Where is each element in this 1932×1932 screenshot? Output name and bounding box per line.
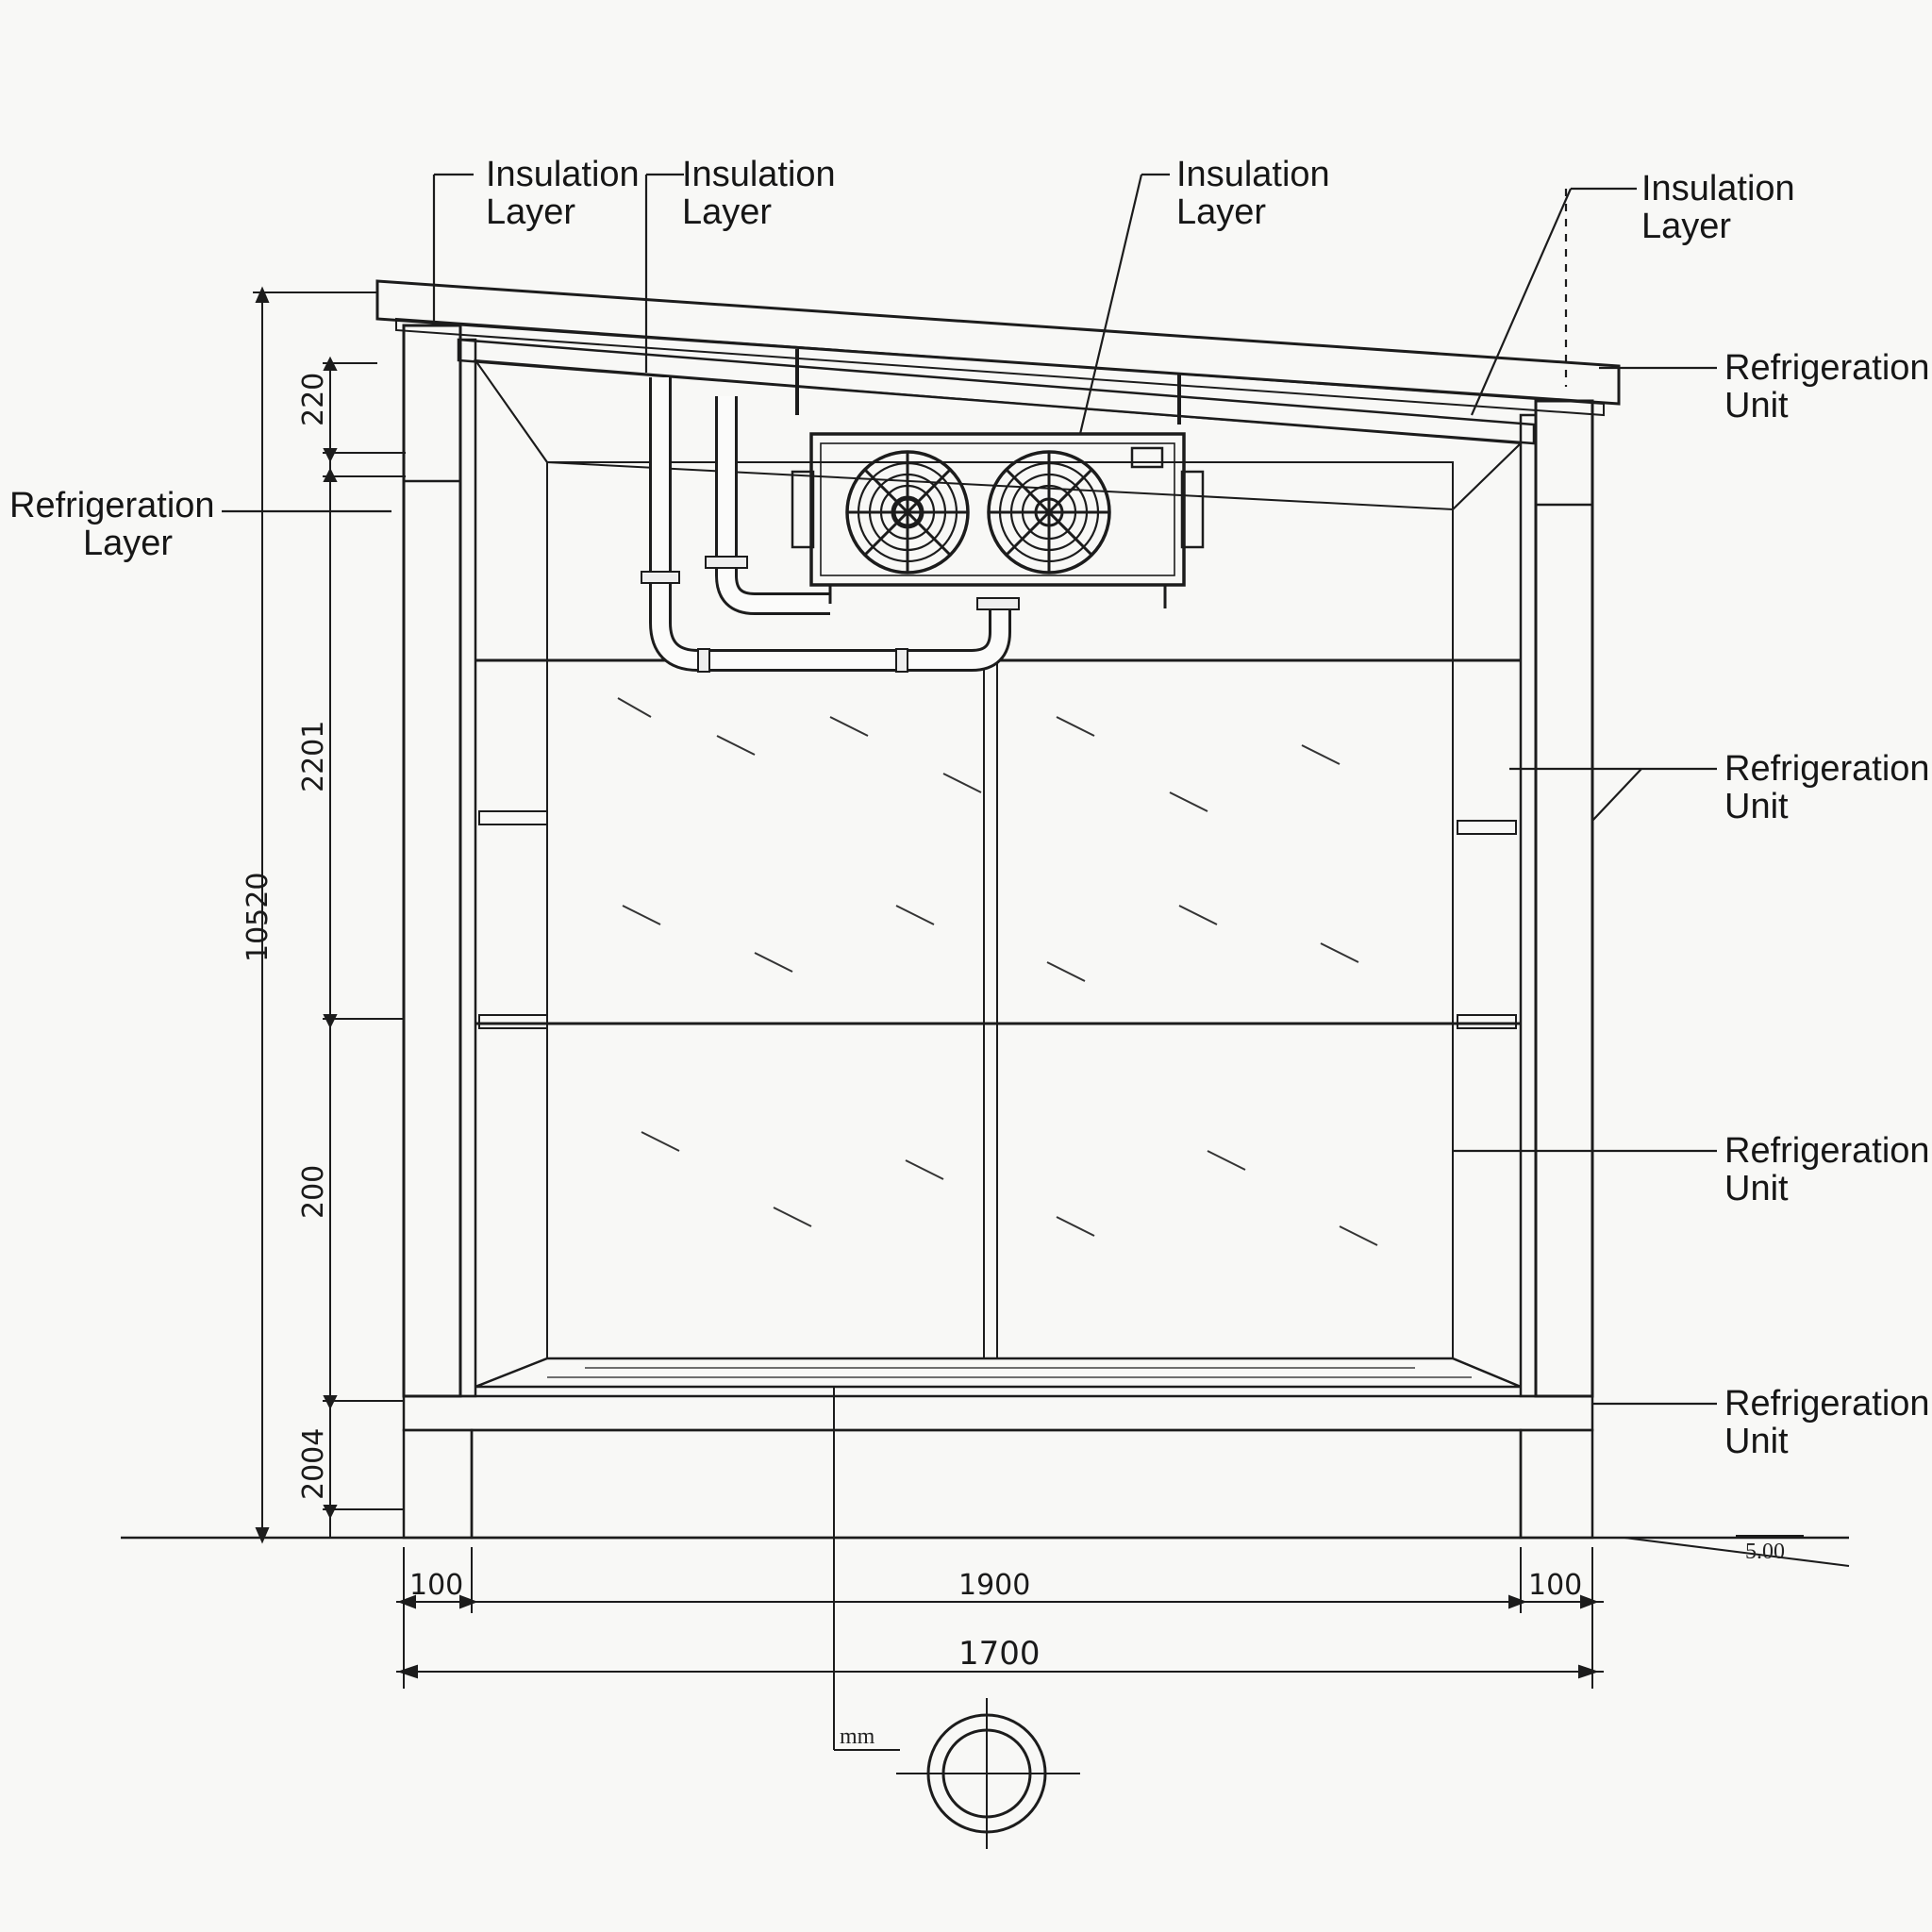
left-insulated-wall xyxy=(402,324,477,1398)
dim-overall-width: 1700 xyxy=(958,1635,1041,1673)
callout-line-2: Layer xyxy=(682,192,772,232)
dim-segment-lower: 200 xyxy=(297,1165,330,1219)
callout-line-2: Unit xyxy=(1724,1422,1789,1461)
fan-left-icon xyxy=(845,450,970,575)
callout-line-1: Refrigeration xyxy=(1724,1384,1930,1424)
foundation-slab xyxy=(402,1394,1594,1540)
section-marker-icon xyxy=(896,1698,1080,1849)
callout-insulation-top-center: Insulation Layer xyxy=(1176,155,1330,232)
dim-segment-bottom: 2004 xyxy=(297,1428,330,1500)
callout-insulation-top-2: Insulation Layer xyxy=(682,155,836,232)
dim-segment-upper: 2201 xyxy=(297,721,330,792)
dim-interior-width: 1900 xyxy=(958,1569,1030,1602)
cold-room-interior xyxy=(473,357,1524,1389)
callout-leaders xyxy=(222,173,1717,1406)
callout-line-1: Insulation xyxy=(486,155,640,194)
callout-line-1: Insulation xyxy=(1641,169,1795,208)
callout-refrigeration-unit-3: Refrigeration Unit xyxy=(1724,1131,1930,1208)
callout-line-1: Refrigeration xyxy=(1724,348,1930,388)
dim-wall-right: 100 xyxy=(1528,1569,1582,1602)
right-insulated-wall xyxy=(1519,399,1594,1398)
callout-line-2: Unit xyxy=(1724,1169,1789,1208)
callout-line-1: Insulation xyxy=(682,155,836,194)
fan-right-icon xyxy=(987,450,1111,575)
callout-line-2: Layer xyxy=(486,192,575,232)
dim-segment-top: 220 xyxy=(297,373,330,426)
ground-mark-label: 5.00 xyxy=(1745,1540,1785,1564)
callout-line-2: Unit xyxy=(1724,386,1789,425)
callout-line-1: Refrigeration xyxy=(1724,1131,1930,1171)
callout-refrigeration-layer-left: Refrigeration Layer xyxy=(9,486,215,563)
dim-overall-height: 10520 xyxy=(242,873,275,962)
callout-insulation-top-right: Insulation Layer xyxy=(1641,169,1795,246)
callout-refrigeration-unit-4: Refrigeration Unit xyxy=(1724,1384,1930,1461)
callout-line-2: Layer xyxy=(1176,192,1266,232)
unit-label: mm xyxy=(840,1724,875,1749)
sloped-roof xyxy=(375,279,1621,445)
callout-line-2: Layer xyxy=(83,524,173,563)
callout-refrigeration-unit-1: Refrigeration Unit xyxy=(1724,348,1930,425)
vertical-dimensions xyxy=(253,286,406,1544)
callout-refrigeration-unit-2: Refrigeration Unit xyxy=(1724,749,1930,826)
dim-wall-left: 100 xyxy=(409,1569,463,1602)
callout-line-1: Refrigeration xyxy=(9,486,215,525)
callout-line-2: Unit xyxy=(1724,787,1789,826)
callout-insulation-top-1: Insulation Layer xyxy=(486,155,640,232)
refrigerant-piping xyxy=(641,349,1181,673)
callout-line-1: Insulation xyxy=(1176,155,1330,194)
callout-line-1: Refrigeration xyxy=(1724,749,1930,789)
callout-line-2: Layer xyxy=(1641,207,1731,246)
horizontal-dimensions xyxy=(396,1387,1850,1751)
evaporator-fan-unit xyxy=(791,432,1205,608)
